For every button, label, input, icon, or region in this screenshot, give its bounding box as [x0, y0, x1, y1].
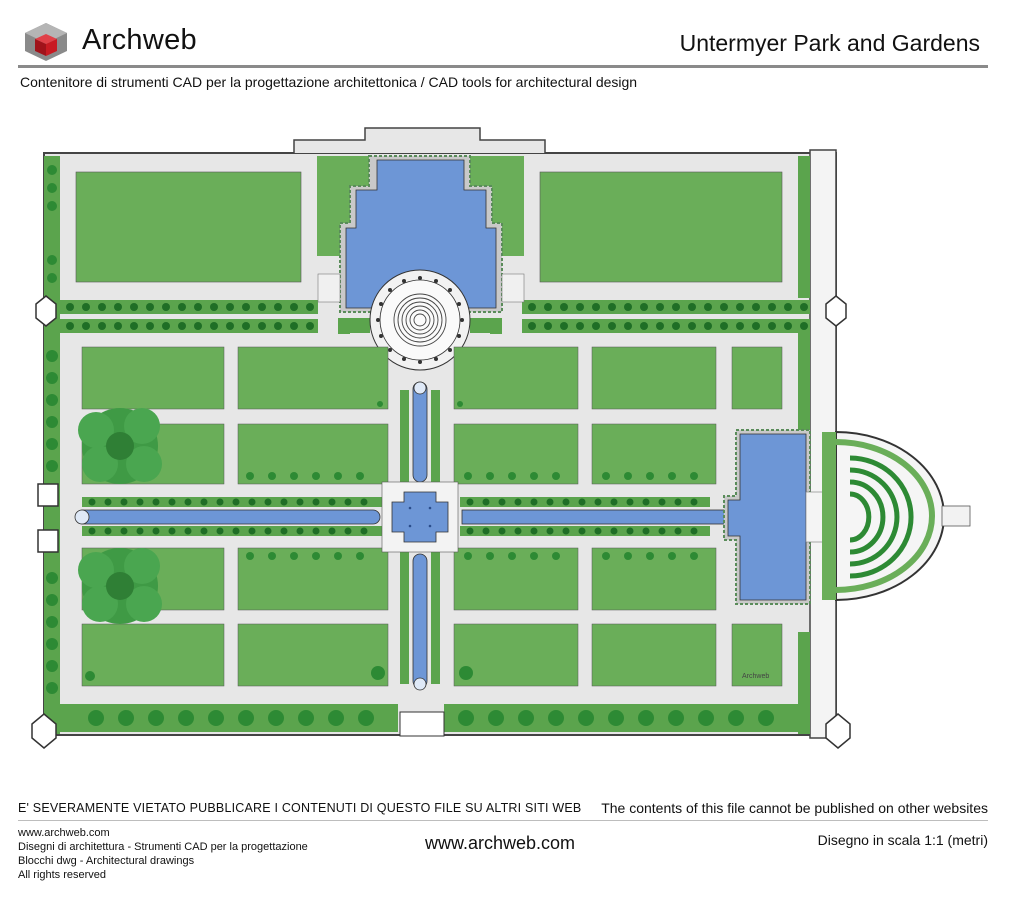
south-canal [412, 553, 428, 689]
garden-plan: Archweb [31, 127, 971, 749]
footer-divider [18, 820, 988, 821]
footer-line: www.archweb.com [18, 827, 110, 839]
north-canal [412, 381, 428, 483]
footer-line: All rights reserved [18, 869, 107, 881]
warning-italian: E' SEVERAMENTE VIETATO PUBBLICARE I CONT… [18, 801, 582, 815]
tree-south [78, 548, 162, 624]
archweb-logo-icon [25, 23, 67, 61]
south-hedge-west [60, 704, 398, 732]
lawn-north-east [539, 171, 783, 283]
subtitle: Contenitore di strumenti CAD per la prog… [20, 74, 638, 90]
east-canal [461, 509, 727, 525]
pavilion-ne [825, 295, 847, 327]
header: Archweb Untermyer Park and Gardens Conte… [0, 0, 1024, 100]
footer-website: www.archweb.com [425, 833, 576, 853]
east-pool [727, 433, 807, 601]
footer-info: www.archweb.com Disegni di architettura … [18, 826, 308, 882]
drawing-title: Untermyer Park and Gardens [679, 30, 980, 56]
west-canal [75, 509, 381, 525]
tree-north [78, 408, 162, 484]
pavilion-nw [35, 295, 57, 327]
pavilion-se [825, 713, 851, 749]
lawn-north-west [75, 171, 302, 283]
scale-note: Disegno in scala 1:1 (metri) [817, 832, 988, 848]
plan-watermark: Archweb [742, 673, 769, 680]
north-stepped-pool [345, 159, 497, 309]
footer-line: Blocchi dwg - Architectural drawings [18, 855, 195, 867]
pavilion-sw [31, 713, 57, 749]
footer-line: Disegni di architettura - Strumenti CAD … [18, 841, 308, 853]
warning-english: The contents of this file cannot be publ… [601, 800, 988, 816]
header-divider [18, 65, 988, 68]
lawn-w1 [81, 346, 225, 410]
central-cross-pool [391, 491, 449, 543]
brand-name: Archweb [82, 24, 197, 56]
